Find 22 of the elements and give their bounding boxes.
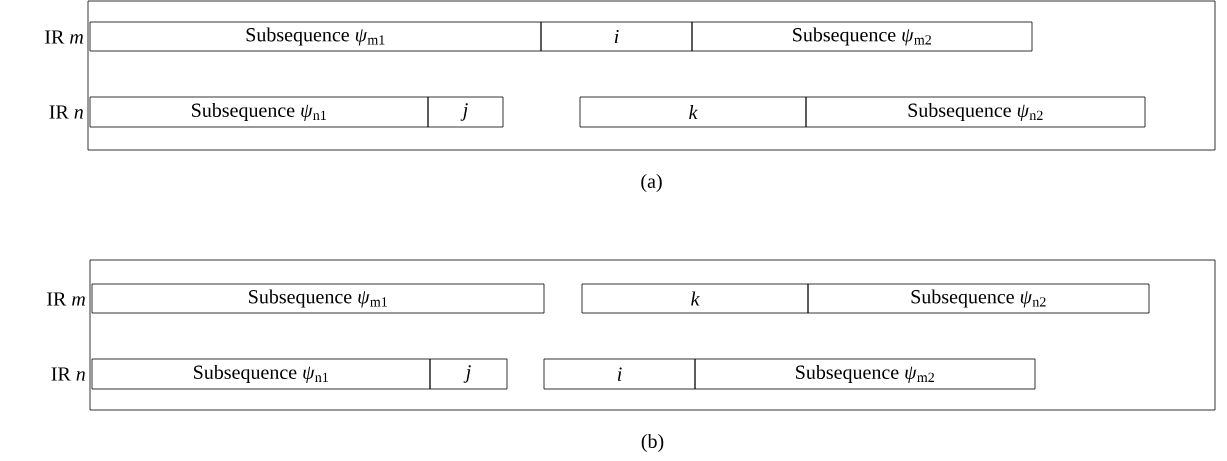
sequence-segment: k [581, 283, 809, 314]
sequence-segment: i [540, 21, 693, 52]
sequence-segment: Subsequence ψ$_{m1}$ [89, 21, 542, 52]
sequence-segment: k [579, 96, 807, 128]
row-label: IR m [47, 292, 85, 306]
panel-caption: (a) [641, 173, 662, 193]
panel-caption: (b) [641, 433, 664, 453]
row-label: IR n [51, 367, 85, 381]
row-label: IR m [45, 30, 83, 44]
row-label: IR n [49, 105, 83, 119]
sequence-segment: i [543, 358, 696, 390]
sequence-segment: Subsequence ψ$_{m2}$ [691, 21, 1033, 52]
sequence-segment: Subsequence ψ$_{m1}$ [91, 283, 545, 314]
sequence-segment: Subsequence ψ$_{n2}$ [805, 96, 1146, 128]
sequence-segment: Subsequence ψ$_{n1}$ [89, 96, 429, 128]
sequence-segment: j [429, 358, 508, 390]
panel-frame [87, 0, 1216, 151]
sequence-segment: Subsequence ψ$_{m2}$ [694, 358, 1036, 390]
sequence-segment: j [427, 96, 504, 128]
panel-frame [89, 259, 1216, 411]
sequence-segment: Subsequence ψ$_{n1}$ [91, 358, 431, 390]
sequence-segment: Subsequence ψ$_{n2}$ [807, 283, 1150, 314]
